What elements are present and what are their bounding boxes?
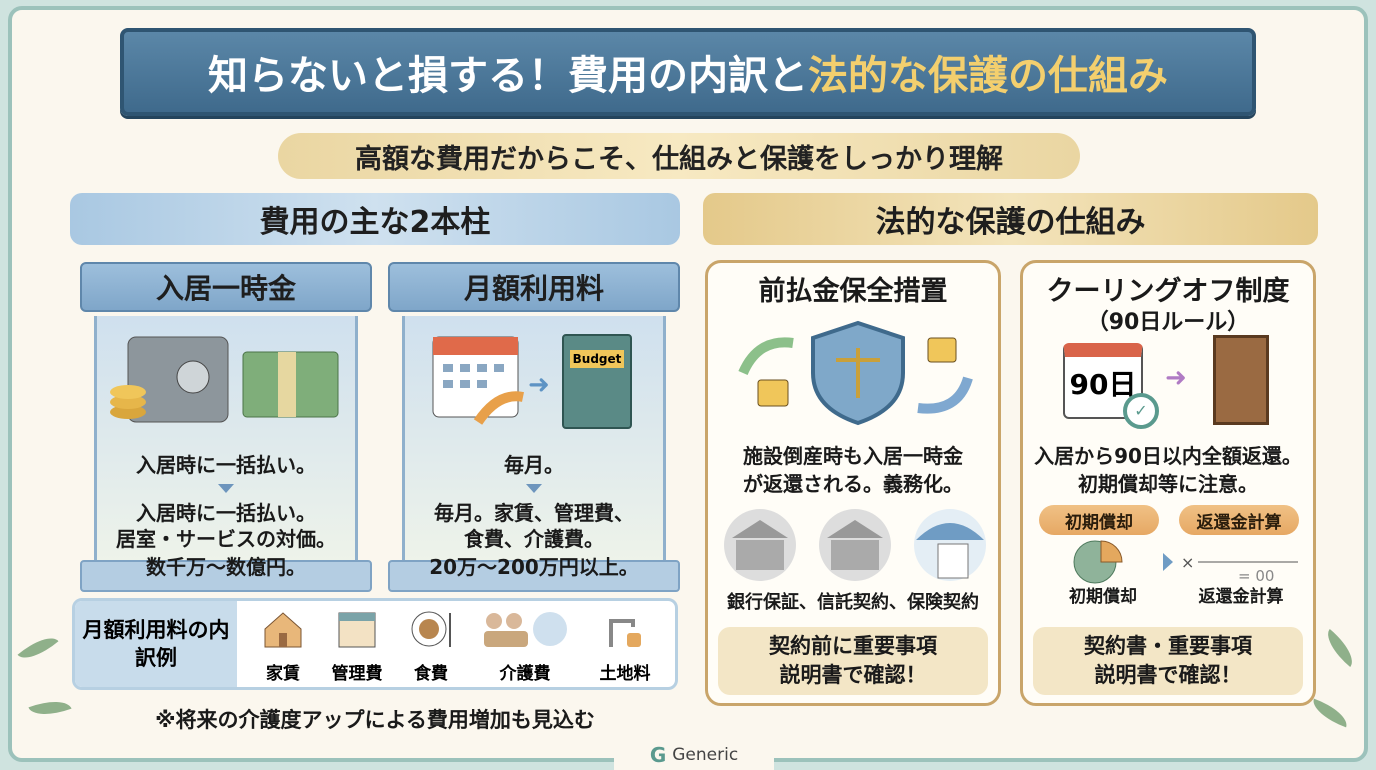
card-note-line-2: 説明書で確認！ — [779, 663, 927, 687]
pillar-detail-1: 毎月。家賃、管理費、 — [434, 501, 634, 525]
brand-name: Generic — [672, 745, 739, 765]
card-text-2: 初期償却等に注意。 — [1078, 472, 1258, 496]
pill-refund-calc: 返還金計算 — [1179, 505, 1299, 535]
calendar-icon — [432, 336, 524, 425]
brand-logo: G Generic — [614, 740, 774, 770]
card-note-line-2: 説明書で確認！ — [1094, 663, 1242, 687]
right-section-header: 法的な保護の仕組み — [703, 193, 1318, 245]
card-title: クーリングオフ制度 — [1046, 276, 1290, 307]
pillar-title: 月額利用料 — [388, 262, 680, 312]
svg-text:= 00: = 00 — [1238, 567, 1274, 585]
breakdown-item-label: 家賃 — [266, 664, 300, 684]
down-arrow-icon — [218, 484, 234, 493]
card-text-2: が返還される。義務化。 — [743, 472, 963, 496]
card-text-1: 施設倒産時も入居一時金 — [743, 444, 963, 468]
breakdown-item-care: 介護費 — [475, 609, 575, 684]
safe-and-money-icon — [110, 336, 339, 423]
shield-scales-lock-icon — [738, 320, 973, 426]
card-subtitle: （90日ルール） — [1086, 310, 1250, 335]
faucet-icon — [609, 619, 641, 647]
caregivers-icon — [484, 612, 567, 647]
breakdown-item-land: 土地料 — [585, 609, 665, 684]
title-banner: 知らないと損する！費用の内訳と法的な保護の仕組み — [120, 28, 1256, 116]
open-door-icon — [1213, 335, 1269, 425]
title-part2: 法的な保護の仕組み — [808, 53, 1168, 99]
breakdown-item-rent: 家賃 — [243, 609, 323, 684]
left-section-header: 費用の主な2本柱 — [70, 193, 680, 245]
breakdown-item-management: 管理費 — [317, 609, 397, 684]
protection-methods: 銀行保証、信託契約、保険契約 — [727, 592, 979, 613]
pillar-detail-2: 食費、介護費。 — [464, 527, 604, 551]
pillar-detail-3: 数千万〜数億円。 — [146, 555, 306, 579]
budget-book-icon: Budget — [562, 334, 632, 429]
arrow-right-icon: ➜ — [528, 370, 550, 400]
caption-refund-calc: 返還金計算 — [1198, 587, 1284, 607]
pillar-detail-3: 20万〜200万円以上。 — [429, 555, 639, 579]
pill-initial-amortization: 初期償却 — [1039, 505, 1159, 535]
pillar-summary: 毎月。 — [504, 453, 564, 477]
card-note: 契約前に重要事項説明書で確認！ — [718, 627, 988, 695]
pie-and-formula-icon: × = 00 — [1073, 540, 1298, 585]
logo-icon: G — [649, 743, 667, 767]
card-note-line-1: 契約前に重要事項 — [769, 634, 937, 658]
svg-text:×: × — [1181, 553, 1194, 572]
check-icon: ✓ — [1123, 393, 1159, 429]
card-title: 前払金保全措置 — [758, 276, 948, 307]
breakdown-item-label: 管理費 — [331, 664, 383, 684]
breakdown-item-label: 食費 — [414, 664, 448, 684]
pillar-detail-1: 入居時に一括払い。 — [136, 501, 316, 525]
card-text-1: 入居から90日以内全額返還。 — [1034, 444, 1302, 468]
pillar-summary: 入居時に一括払い。 — [136, 453, 316, 477]
pillar-title: 入居一時金 — [80, 262, 372, 312]
house-icon — [264, 612, 302, 648]
title-part1: 知らないと損する！費用の内訳と — [208, 53, 808, 99]
subtitle: 高額な費用だからこそ、仕組みと保護をしっかり理解 — [278, 133, 1080, 179]
down-arrow-icon — [526, 484, 542, 493]
breakdown-item-food: 食費 — [391, 609, 471, 684]
footnote: ※将来の介護度アップによる費用増加も見込む — [155, 708, 595, 732]
pillar-lump-sum: 入居一時金 入居時に一括払い。 入居時に一括払い。 居室・サービスの対価。 数千… — [80, 262, 372, 592]
meal-plate-icon — [411, 611, 451, 647]
breakdown-label: 月額利用料の内訳例 — [75, 601, 237, 687]
breakdown-item-label: 土地料 — [599, 664, 651, 684]
pillar-detail-2: 居室・サービスの対価。 — [116, 527, 336, 551]
caption-initial-amortization: 初期償却 — [1069, 587, 1137, 607]
book-label: Budget — [570, 350, 624, 368]
card-note: 契約書・重要事項説明書で確認！ — [1033, 627, 1303, 695]
arrow-right-icon: ➜ — [1165, 363, 1187, 393]
bank-trust-insurance-icons — [724, 509, 986, 581]
breakdown-box: 月額利用料の内訳例 家賃 管理費 食費 介護費 土地料 — [72, 598, 678, 690]
card-prepayment-protection: 前払金保全措置 施設倒産時も入居一時金 が返還される。義務化。 銀行保証、信託契… — [705, 260, 1001, 706]
breakdown-item-label: 介護費 — [499, 664, 551, 684]
pillar-monthly-fee: 月額利用料 ➜ Budget 毎月。 毎月。家賃、管理費、 食費、介護費。 20… — [388, 262, 680, 592]
calendar-grid-icon — [338, 612, 376, 648]
card-cooling-off: クーリングオフ制度 （90日ルール） 90日 ✓ ➜ 入居から90日以内全額返還… — [1020, 260, 1316, 706]
card-note-line-1: 契約書・重要事項 — [1084, 634, 1252, 658]
